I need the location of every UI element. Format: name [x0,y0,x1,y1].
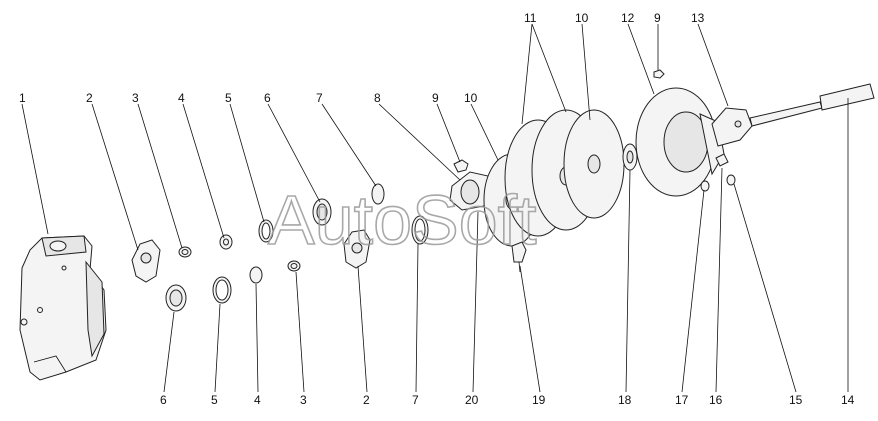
callout-10-top: 10 [575,11,589,25]
callout-9-mid: 9 [432,91,439,105]
callout-5-top: 5 [225,91,232,105]
callout-15: 15 [789,393,803,407]
part-19-bolt [511,241,527,273]
callout-1: 1 [19,91,26,105]
callout-19: 19 [532,393,546,407]
part-6-bottom-seal [165,284,187,312]
part-17-washer [700,180,710,192]
part-14-lever [749,83,875,127]
callout-20: 20 [465,393,479,407]
callout-12: 12 [621,11,635,25]
part-5-top-ring [258,219,274,243]
part-5-bottom-ring [212,276,232,304]
part-2-bottom-flange [343,229,371,269]
part-7-top-ring [371,183,385,205]
part-2-top-flange [131,239,161,283]
callout-3-bottom: 3 [300,393,307,407]
callout-14: 14 [841,393,855,407]
callout-5-bottom: 5 [211,393,218,407]
part-4-bottom-washer [249,266,263,284]
callout-16: 16 [709,393,723,407]
callout-18: 18 [618,393,632,407]
part-15-nut [726,174,736,186]
callout-11: 11 [524,11,537,25]
callout-10-mid: 10 [464,91,478,105]
part-6-top-seal [312,198,332,226]
callout-3-top: 3 [132,91,139,105]
part-7-bottom-ring [411,215,429,245]
callout-17: 17 [675,393,689,407]
watermark-text: AutoSoft [268,181,537,259]
part-13-bracket [711,107,753,147]
part-1-housing [19,235,107,381]
callout-13: 13 [691,11,705,25]
callout-6-top: 6 [264,91,271,105]
callout-9-top: 9 [654,11,661,25]
part-12-cover [635,87,725,197]
callout-4-bottom: 4 [254,393,261,407]
part-4-top-washer [219,234,233,250]
callout-7-top: 7 [316,91,323,105]
part-3-bottom-spring [287,260,301,272]
leader-lines [21,23,849,393]
part-9-mid-nut [453,159,469,173]
callout-8: 8 [374,91,381,105]
callout-7-bottom: 7 [412,393,419,407]
part-9-top-nut [653,69,665,79]
callout-2-bottom: 2 [363,393,370,407]
callout-6-bottom: 6 [160,393,167,407]
part-3-top-spring [178,246,192,258]
part-18-nut [622,143,638,171]
callout-2-top: 2 [86,91,93,105]
part-8-valve-body [449,171,495,211]
part-10-top-disc [563,109,625,219]
part-16-nut [715,153,729,167]
callout-4-top: 4 [178,91,185,105]
callout-labels: 1 2 3 4 5 6 7 8 9 10 11 10 12 9 13 6 5 4… [19,11,855,407]
